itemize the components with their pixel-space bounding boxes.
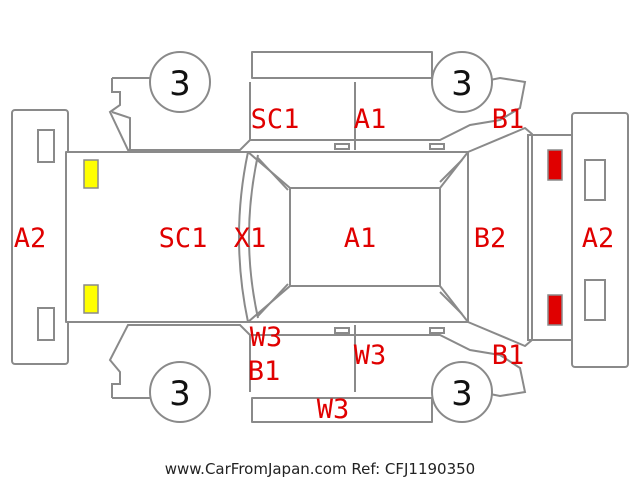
wheel-number: 3 bbox=[169, 64, 191, 104]
headlight-top bbox=[83, 159, 99, 189]
upper-door-lines bbox=[111, 82, 356, 150]
upper-side-outline bbox=[108, 76, 527, 151]
wheel-rear-right: 3 bbox=[431, 361, 493, 423]
label-sc1-top: SC1 bbox=[251, 104, 300, 135]
label-w3-bottom: W3 bbox=[317, 394, 350, 425]
wheel-rear-left: 3 bbox=[431, 51, 493, 113]
taillight-top bbox=[547, 149, 563, 181]
label-a2-left: A2 bbox=[14, 223, 47, 254]
rear-panel bbox=[527, 134, 573, 341]
lower-side-outline bbox=[108, 324, 527, 399]
label-w3-mid: W3 bbox=[354, 340, 387, 371]
wheel-number: 3 bbox=[451, 64, 473, 104]
label-b1-left: B1 bbox=[248, 356, 281, 387]
label-a1-top: A1 bbox=[354, 104, 387, 135]
car-body bbox=[65, 143, 469, 334]
label-b2: B2 bbox=[474, 223, 507, 254]
taillight-bottom bbox=[547, 294, 563, 326]
reference-footer: www.CarFromJapan.com Ref: CFJ1190350 bbox=[165, 460, 475, 478]
lower-door-lines bbox=[249, 325, 356, 392]
wheel-number: 3 bbox=[169, 374, 191, 414]
wheel-front-left: 3 bbox=[149, 51, 211, 113]
rear-bumper bbox=[571, 112, 629, 368]
label-sc1-center: SC1 bbox=[159, 223, 208, 254]
top-roof-strip bbox=[251, 51, 433, 79]
headlight-bottom bbox=[83, 284, 99, 314]
label-a2-right: A2 bbox=[582, 223, 615, 254]
label-w3-left: W3 bbox=[250, 322, 283, 353]
label-b1-top-right: B1 bbox=[492, 104, 525, 135]
wheel-number: 3 bbox=[451, 374, 473, 414]
label-x1: X1 bbox=[234, 223, 267, 254]
label-b1-bottom-right: B1 bbox=[492, 340, 525, 371]
bottom-sill-strip bbox=[251, 397, 433, 423]
wheel-front-right: 3 bbox=[149, 361, 211, 423]
label-a1-center: A1 bbox=[344, 223, 377, 254]
